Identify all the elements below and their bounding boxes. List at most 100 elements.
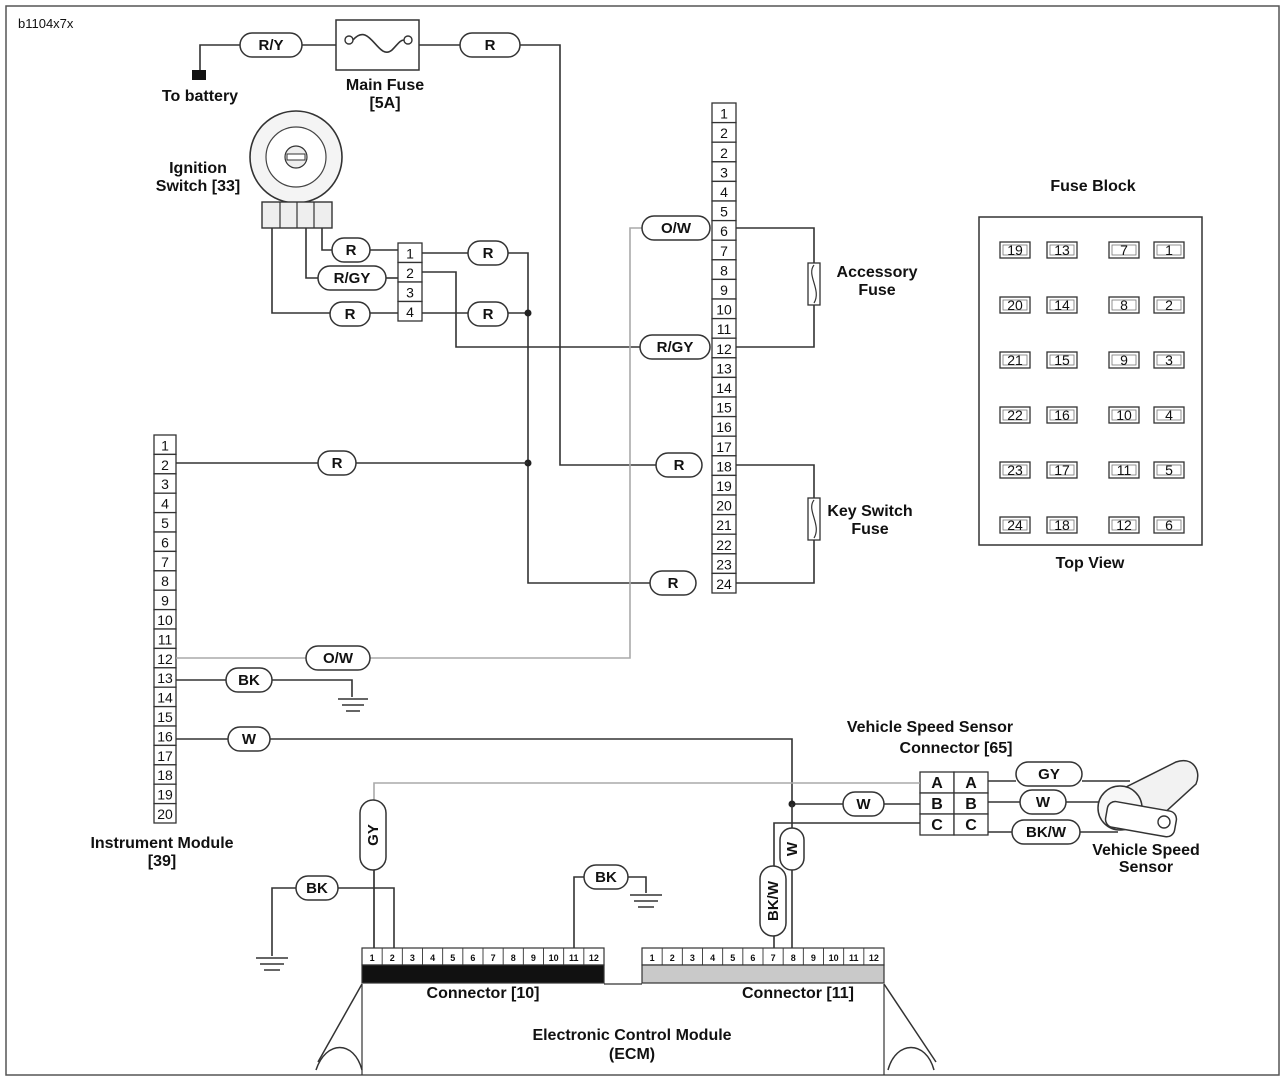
wire-color-tag [305, 645, 371, 671]
fuse-block-connector-pin: 15 [716, 400, 732, 416]
wire-color-label: R/GY [334, 270, 371, 287]
main-fuse-label: Main Fuse [346, 77, 424, 94]
wire-color-tag [1015, 761, 1083, 787]
wire-color-tag [641, 215, 711, 241]
vss-connector-label-2: Connector [65] [900, 740, 1013, 757]
fuse-slot [1108, 406, 1140, 424]
connector-11-pin: 12 [869, 953, 879, 963]
wire-color-tag [649, 570, 697, 596]
fuse-block-connector-pin: 19 [716, 478, 732, 494]
ignition-connector-pin: 2 [406, 265, 414, 281]
instrument-connector-pin: 17 [157, 748, 173, 764]
fuse-block-connector-pin: 18 [716, 458, 732, 474]
connector-11-pin: 2 [670, 953, 675, 963]
fuse-block-outline [978, 216, 1203, 546]
key-switch-fuse-label-2: Fuse [851, 521, 888, 538]
instrument-connector-pin: 7 [161, 554, 169, 570]
connector-10-label: Connector [10] [427, 985, 540, 1002]
wire-color-tag [759, 865, 787, 937]
connector-10-pin: 7 [491, 953, 496, 963]
fuse-slot-number: 9 [1120, 352, 1128, 368]
wire-color-label: R [668, 575, 679, 592]
connector-10-pin: 9 [531, 953, 536, 963]
main-fuse-rating: [5A] [369, 95, 400, 112]
fuse-slot [999, 516, 1031, 534]
fuse-slot-number: 14 [1054, 297, 1070, 313]
vss-label-2: Sensor [1119, 859, 1173, 876]
fuse-block-connector-pin: 13 [716, 360, 732, 376]
accessory-fuse-circuit [736, 227, 821, 348]
fuse-block-connector-pin: 14 [716, 380, 732, 396]
fuse-slot [1108, 296, 1140, 314]
vss-connector-cell [953, 813, 989, 836]
wire-color-tag [459, 32, 521, 58]
wire-color-label: R [332, 455, 343, 472]
wire-color-label: R [483, 306, 494, 323]
fuse-slot [1046, 516, 1078, 534]
connector-10-housing [361, 964, 605, 984]
fuse-slot-number: 16 [1054, 407, 1070, 423]
instrument-connector-pin: 20 [157, 806, 173, 822]
wire-color-tag [359, 799, 387, 871]
fuse-slot-number: 11 [1117, 462, 1132, 478]
wire-color-label: W [1036, 794, 1051, 811]
fuse-block-connector-pin: 8 [720, 262, 728, 278]
vss-label-1: Vehicle Speed [1092, 842, 1200, 859]
instrument-connector-pin: 5 [161, 515, 169, 531]
fuse-block-connector-pin: 1 [720, 106, 728, 122]
fuse-slot [1108, 241, 1140, 259]
fuse-block-title: Fuse Block [1050, 178, 1135, 195]
fuse-slot [1046, 461, 1078, 479]
ignition-connector-pin: 4 [406, 304, 414, 320]
wire-color-label: O/W [661, 220, 692, 237]
fuse-block-connector-pin: 20 [716, 498, 732, 514]
wire-color-label: W [784, 841, 801, 856]
instrument-connector-pin: 12 [157, 651, 173, 667]
fuse-block-connector-pin: 11 [717, 321, 732, 337]
connector-10-pin: 5 [450, 953, 455, 963]
fuse-slot-number: 7 [1120, 242, 1128, 258]
frame [5, 5, 1280, 1076]
instrument-connector-pin: 2 [161, 457, 169, 473]
fuse-slot-number: 21 [1007, 352, 1023, 368]
wire-color-tag [655, 452, 703, 478]
fuse-block-connector-pin: 10 [716, 302, 732, 318]
wire-color-tag [1019, 789, 1067, 815]
fuse-slot-number: 20 [1007, 297, 1023, 313]
fuse-slot [999, 461, 1031, 479]
instrument-connector-pin: 18 [157, 767, 173, 783]
fuse-slot-number: 24 [1007, 517, 1023, 533]
wire-color-label: R/Y [258, 37, 283, 54]
fuse-slot-number: 13 [1054, 242, 1070, 258]
wire-color-tag [227, 726, 271, 752]
fuse-block-connector-pin: 3 [720, 164, 728, 180]
wire-color-tag [779, 827, 805, 871]
fuse-block-connector-pin: 9 [720, 282, 728, 298]
connector-10-pin: 3 [410, 953, 415, 963]
fuse-slot [1046, 406, 1078, 424]
instrument-connector-pin: 6 [161, 534, 169, 550]
wire-color-label: W [856, 796, 871, 813]
instrument-connector-pin: 13 [157, 670, 173, 686]
accessory-fuse-label-1: Accessory [837, 264, 918, 281]
connector-10-pin: 1 [370, 953, 375, 963]
connector-10-pin: 11 [569, 953, 579, 963]
ignition-switch [249, 110, 343, 229]
wire-color-label: BK/W [1026, 824, 1067, 841]
wire-color-tag [1011, 819, 1081, 845]
top-view-label: Top View [1056, 555, 1125, 572]
fuse-block-connector-pin: 16 [716, 419, 732, 435]
fuse-slot-number: 5 [1165, 462, 1173, 478]
wire-color-label: BK [595, 869, 617, 886]
fuse-slot-number: 17 [1054, 462, 1070, 478]
wire-color-label: R [485, 37, 496, 54]
fuse-block-connector-pin: 7 [720, 243, 728, 259]
vss-connector-label-1: Vehicle Speed Sensor [847, 719, 1013, 736]
wire-color-tag [583, 864, 629, 890]
wire-color-label: BK [238, 672, 260, 689]
fuse-block-connector-pin: 22 [716, 537, 732, 553]
